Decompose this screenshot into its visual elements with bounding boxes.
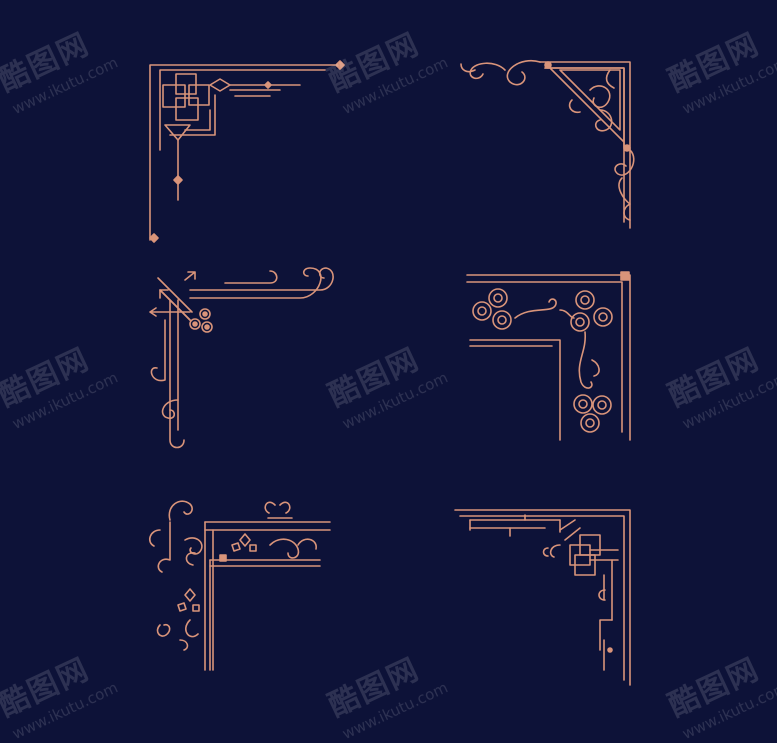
corner-ornament-arrows [149, 267, 334, 449]
corner-ornament-circles [466, 271, 631, 441]
corner-ornament-filigree [460, 59, 635, 229]
corner-ornament-floral [148, 500, 331, 671]
corner-ornament-maze [454, 509, 631, 686]
corner-ornament-geometric [149, 60, 345, 243]
ornament-canvas [148, 59, 635, 686]
